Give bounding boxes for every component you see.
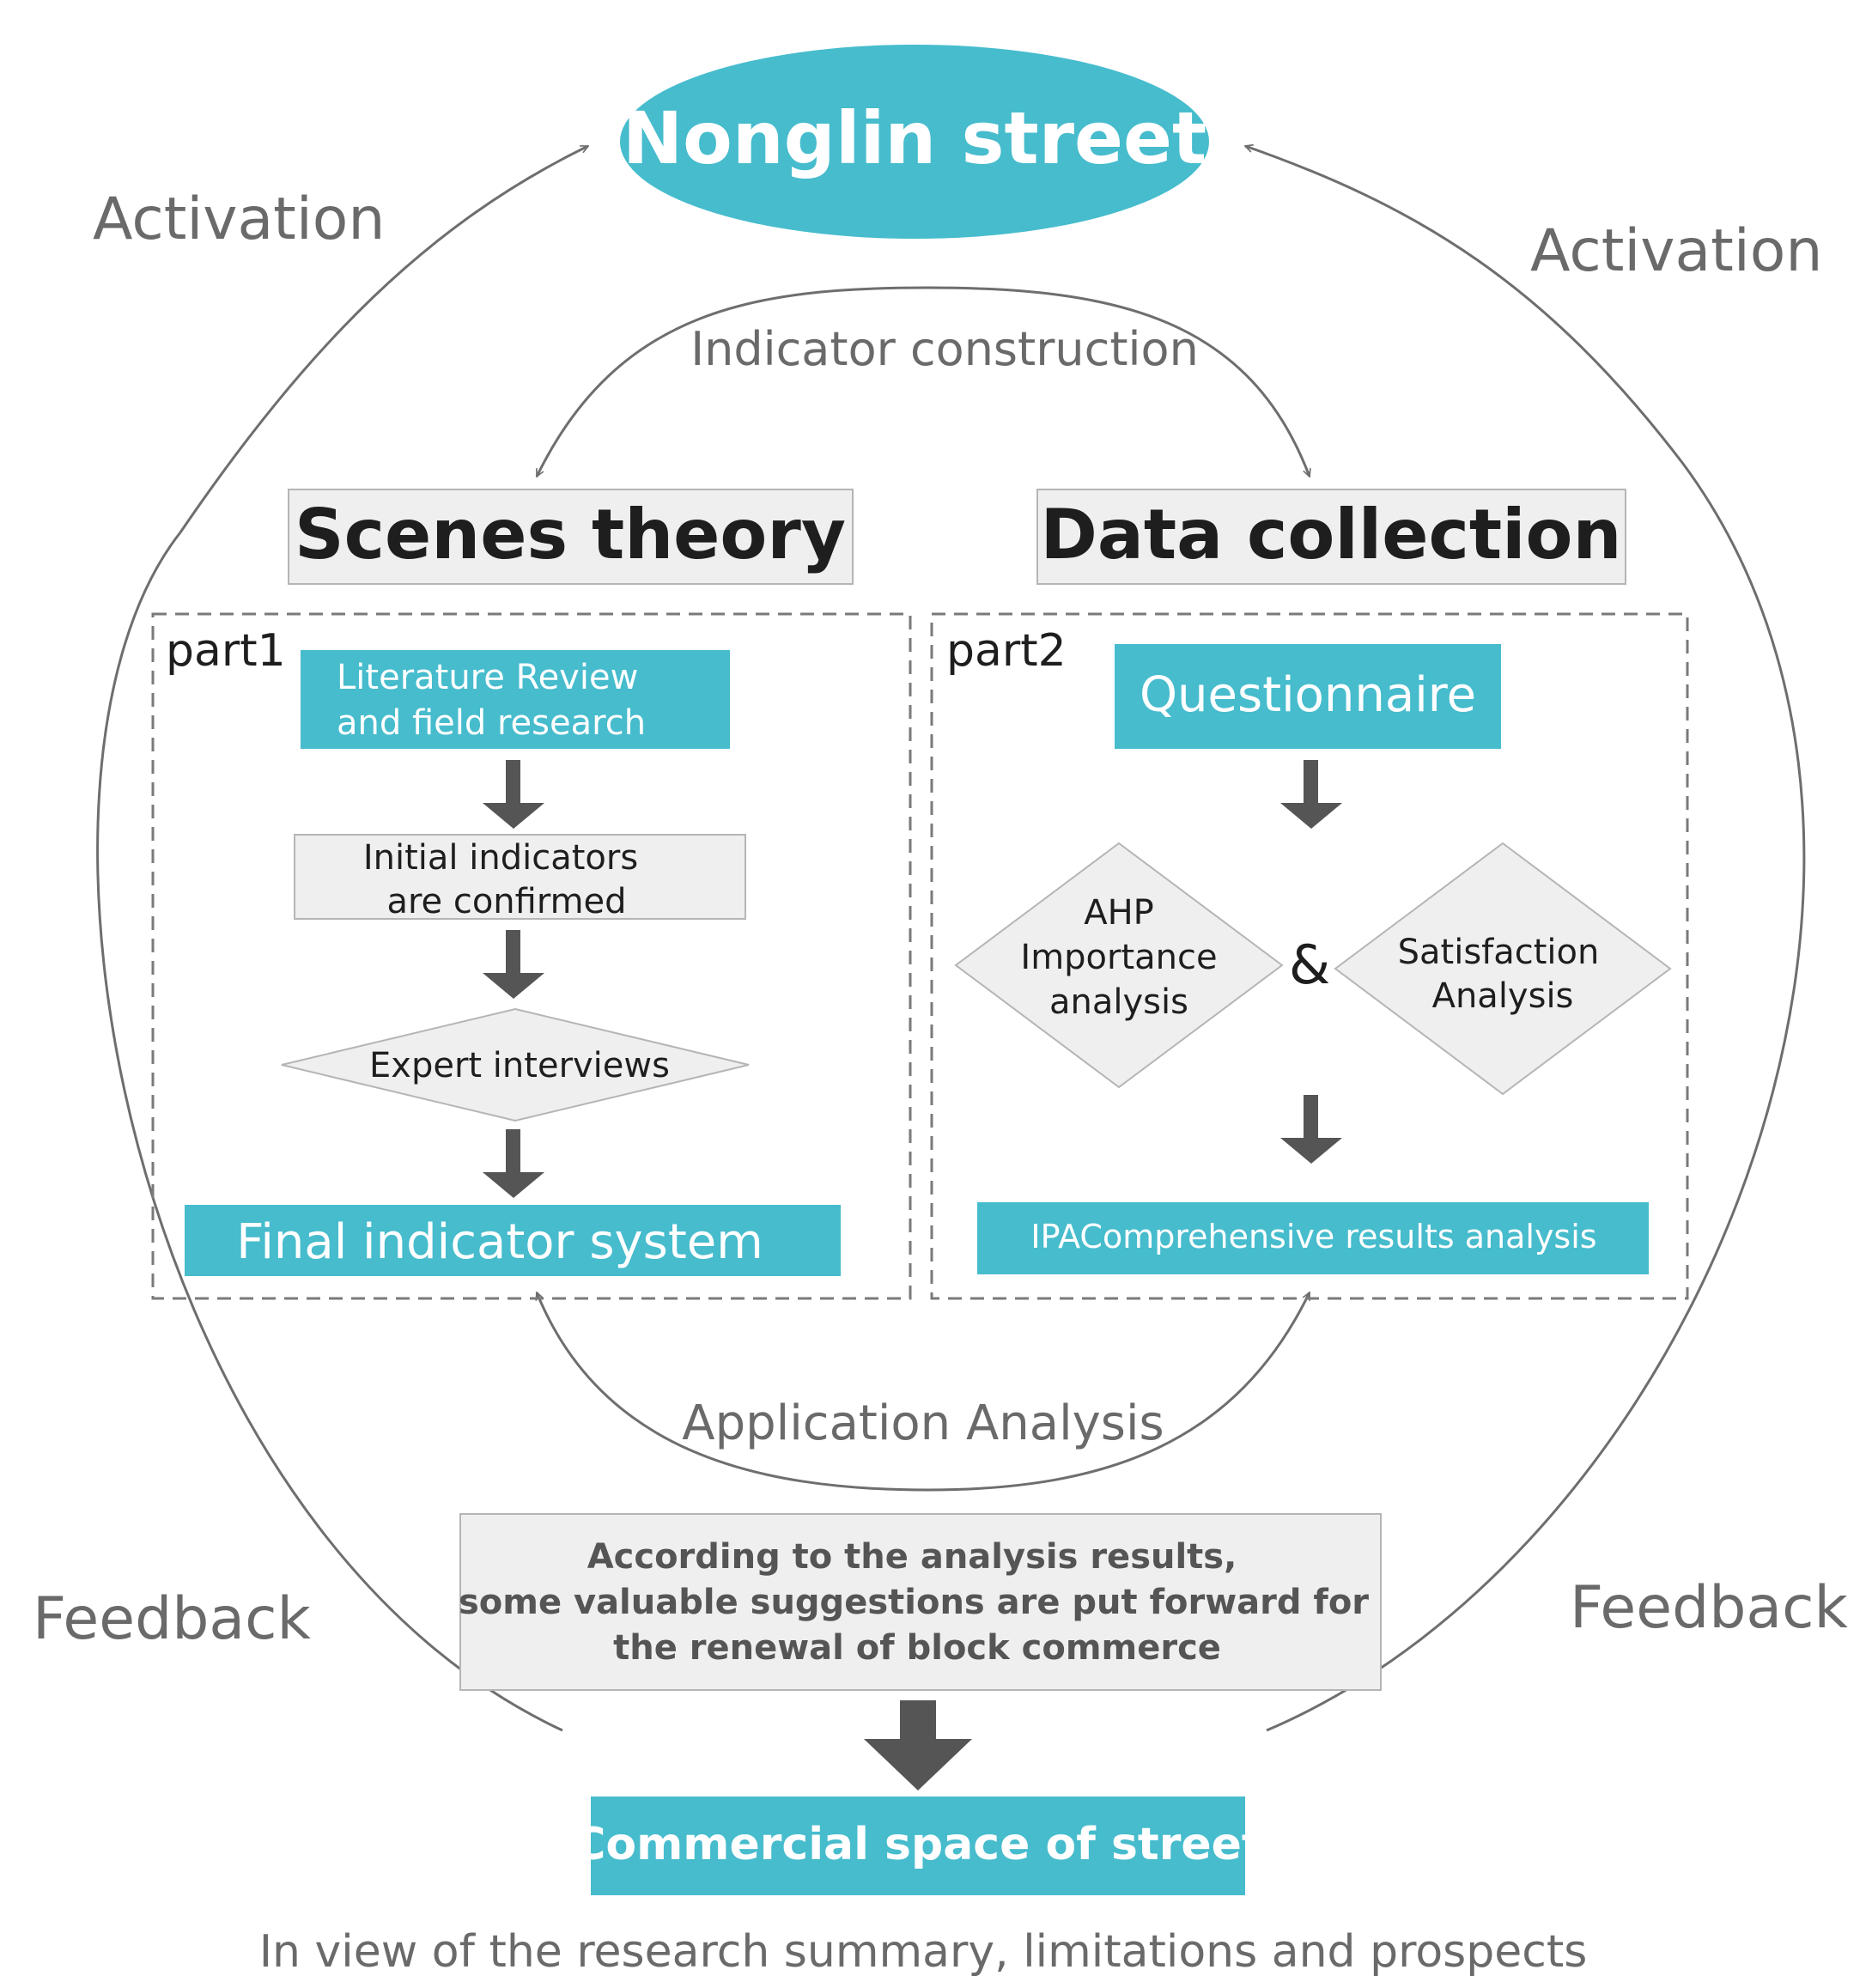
activation-left-label: Activation bbox=[93, 185, 385, 253]
feedback-right-label: Feedback bbox=[1570, 1574, 1848, 1642]
ampersand: & bbox=[1289, 933, 1330, 996]
indicator-construction-label: Indicator construction bbox=[690, 322, 1199, 376]
footer-text: In view of the research summary, limitat… bbox=[259, 1926, 1588, 1978]
satisfaction-line1: Satisfaction bbox=[1398, 933, 1600, 972]
nonglin-street-label: Nonglin street bbox=[623, 96, 1206, 180]
part1-label: part1 bbox=[166, 625, 286, 677]
down-arrow-5 bbox=[1280, 1095, 1342, 1164]
suggestion-line3: the renewal of block commerce bbox=[613, 1628, 1221, 1668]
data-collection-header-box bbox=[1036, 489, 1626, 585]
ahp-line2: Importance bbox=[1020, 938, 1217, 977]
final-indicator-system-label: Final indicator system bbox=[236, 1214, 763, 1270]
final-indicator-system-box bbox=[185, 1205, 841, 1276]
ahp-line3: analysis bbox=[1049, 982, 1188, 1022]
application-analysis-label: Application Analysis bbox=[682, 1395, 1164, 1451]
ipa-results-box bbox=[977, 1202, 1649, 1274]
questionnaire-box bbox=[1115, 644, 1501, 749]
nonglin-street-node bbox=[620, 45, 1209, 239]
down-arrow-1 bbox=[483, 760, 544, 829]
suggestion-box bbox=[459, 1513, 1382, 1691]
commercial-space-box bbox=[591, 1796, 1245, 1895]
ahp-importance-diamond bbox=[954, 842, 1284, 1089]
ahp-line1: AHP bbox=[1084, 893, 1154, 933]
suggestion-line2: some valuable suggestions are put forwar… bbox=[459, 1583, 1369, 1622]
ipa-results-label: IPAComprehensive results analysis bbox=[1030, 1218, 1596, 1255]
expert-interviews-label: Expert interviews bbox=[369, 1046, 670, 1085]
scenes-theory-header-box bbox=[288, 489, 854, 585]
initial-indicators-line1: Initial indicators bbox=[363, 838, 638, 878]
down-arrow-4 bbox=[1280, 760, 1342, 829]
down-arrow-big bbox=[864, 1700, 972, 1790]
commercial-space-label: Commercial space of street bbox=[573, 1819, 1263, 1870]
down-arrow-2 bbox=[483, 930, 544, 999]
activation-left-curve bbox=[96, 144, 588, 1732]
questionnaire-label: Questionnaire bbox=[1140, 667, 1476, 723]
initial-indicators-box bbox=[294, 834, 746, 920]
expert-interviews-diamond bbox=[281, 1007, 750, 1122]
initial-indicators-line2: are confirmed bbox=[386, 882, 626, 921]
scenes-theory-header: Scenes theory bbox=[295, 495, 846, 575]
satisfaction-analysis-diamond bbox=[1334, 842, 1672, 1096]
part2-label: part2 bbox=[946, 625, 1067, 677]
application-analysis-arc bbox=[537, 1292, 1311, 1492]
data-collection-header: Data collection bbox=[1041, 495, 1622, 575]
literature-review-box bbox=[301, 650, 730, 749]
part2-dashed-box bbox=[930, 612, 1689, 1300]
activation-right-label: Activation bbox=[1530, 217, 1822, 285]
part1-dashed-box bbox=[151, 612, 912, 1300]
feedback-left-label: Feedback bbox=[33, 1585, 311, 1653]
indicator-construction-arc bbox=[535, 286, 1310, 477]
down-arrow-3 bbox=[483, 1129, 544, 1198]
suggestion-line1: According to the analysis results, bbox=[587, 1537, 1237, 1577]
literature-review-line1: Literature Review bbox=[337, 658, 638, 697]
literature-review-line2: and field research bbox=[337, 703, 646, 743]
activation-right-curve bbox=[1245, 146, 1806, 1732]
satisfaction-line2: Analysis bbox=[1432, 976, 1574, 1016]
